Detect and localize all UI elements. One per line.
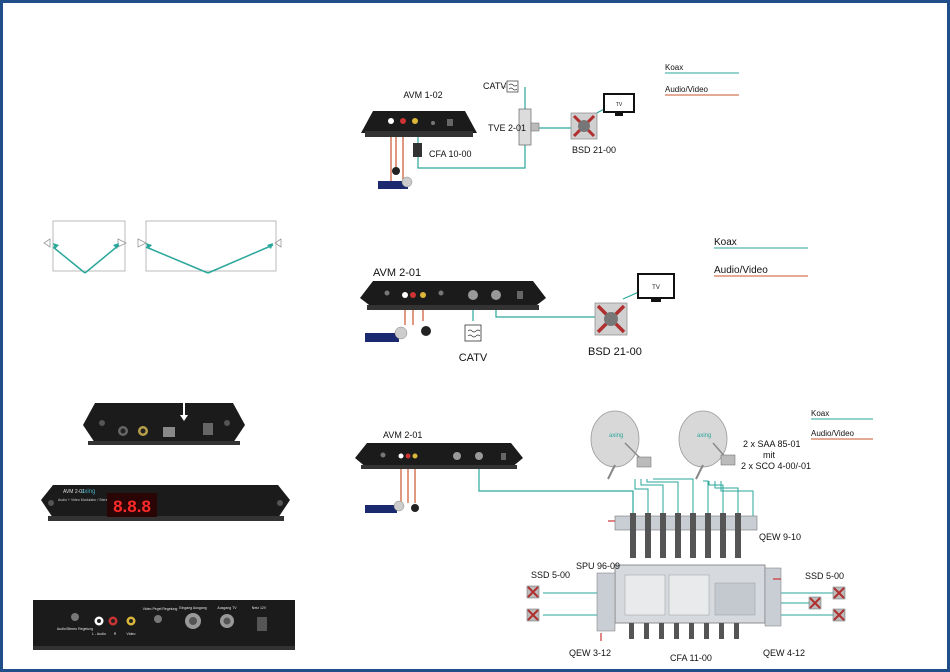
diagram-3: AVM 2-01 axing axing 2 x SAA 85-01 mit 2… bbox=[355, 409, 873, 663]
d1-catv-icon bbox=[506, 80, 519, 93]
d3-sat-dish-left: axing bbox=[590, 410, 652, 480]
device-photo-rear-large: Audio/Stereo Regelung L - Audio R Video … bbox=[33, 600, 295, 650]
d3-cfa-connectors bbox=[629, 623, 739, 639]
d3-ssd-sockets-left bbox=[526, 585, 597, 622]
front-subtitle-text: Audio + Video Modulator / Stereo bbox=[58, 498, 110, 502]
d3-avm-label: AVM 2-01 bbox=[383, 430, 422, 440]
d3-qew-right bbox=[764, 567, 782, 627]
front-led-display: 8.8.8 bbox=[113, 497, 151, 516]
d3-cfa-label: CFA 11-00 bbox=[670, 653, 712, 663]
d2-dvd-player bbox=[365, 333, 399, 342]
diagram-1: AVM 1-02 CATV TVE 2-01 CFA 10-00 BSD 21-… bbox=[361, 63, 739, 189]
front-brand-text: axing bbox=[81, 489, 95, 495]
d3-camera bbox=[411, 504, 419, 512]
device-photo-front: AVM 2-01 axing Audio + Video Modulator /… bbox=[41, 485, 290, 521]
d3-saa-line2: mit bbox=[763, 450, 775, 460]
d3-dish-left-brand: axing bbox=[609, 433, 623, 439]
diagram-2: AVM 2-01 CATV BSD 21-00 TV Koax Audio/Vi… bbox=[360, 237, 808, 364]
d2-bsd-label: BSD 21-00 bbox=[588, 346, 642, 358]
rear-label-5: Eingang Ausgang bbox=[179, 606, 206, 610]
d3-sat-dish-right: axing bbox=[678, 410, 736, 480]
d3-ssd-sockets-right bbox=[781, 586, 846, 622]
d1-bsd-socket bbox=[570, 112, 598, 140]
d3-qew-left-label: QEW 3-12 bbox=[569, 648, 611, 658]
d3-qew-right-label: QEW 4-12 bbox=[763, 648, 805, 658]
device-photo-rear-small bbox=[83, 401, 245, 445]
d3-saa-line3: 2 x SCO 4-00/-01 bbox=[741, 461, 811, 471]
d1-avm-label: AVM 1-02 bbox=[403, 90, 442, 100]
d3-ssd-left-label: SSD 5-00 bbox=[531, 570, 570, 580]
mounting-diagram bbox=[43, 220, 282, 274]
d2-camera bbox=[421, 326, 431, 336]
d1-cfa-connector bbox=[413, 143, 422, 157]
d3-saa-line1: 2 x SAA 85-01 bbox=[743, 439, 801, 449]
d1-tv-label: TV bbox=[616, 102, 623, 108]
d1-tve-label: TVE 2-01 bbox=[488, 123, 526, 133]
d1-bsd-label: BSD 21-00 bbox=[572, 145, 616, 155]
d1-catv-label: CATV bbox=[483, 81, 506, 91]
d2-catv-label: CATV bbox=[459, 352, 488, 364]
d2-tv-icon: TV bbox=[637, 273, 675, 302]
d2-catv-icon bbox=[464, 324, 482, 342]
d3-qew-left bbox=[596, 572, 616, 632]
d1-cfa-label: CFA 10-00 bbox=[429, 149, 472, 159]
rear-label-7: Netz 12V bbox=[252, 606, 267, 610]
d1-dvd-player bbox=[378, 181, 408, 189]
d3-legend-koax: Koax bbox=[811, 409, 829, 418]
rear-label-0: Audio/Stereo Regelung bbox=[57, 627, 93, 631]
d3-dish-right-brand: axing bbox=[697, 433, 711, 439]
d2-legend-koax: Koax bbox=[714, 237, 737, 248]
rear-label-1: L - Audio bbox=[92, 632, 106, 636]
d3-qew-top-label: QEW 9-10 bbox=[759, 532, 801, 542]
rear-label-3: Video bbox=[127, 632, 136, 636]
d1-legend-av: Audio/Video bbox=[665, 85, 709, 94]
diagram-canvas: AVM 2-01 axing Audio + Video Modulator /… bbox=[33, 63, 873, 663]
front-model-text: AVM 2-01 bbox=[63, 489, 85, 495]
rear-label-2: R bbox=[114, 632, 117, 636]
d1-camera bbox=[392, 167, 400, 175]
d3-ssd-right-label: SSD 5-00 bbox=[805, 571, 844, 581]
rear-label-6: Ausgang TV bbox=[217, 606, 237, 610]
d3-spu-label: SPU 96-09 bbox=[576, 561, 620, 571]
d3-dvd-player bbox=[365, 505, 397, 513]
d1-legend-koax: Koax bbox=[665, 63, 683, 72]
rear-label-4: Video Pegel Regelung bbox=[143, 607, 178, 611]
d2-tv-label: TV bbox=[652, 285, 660, 291]
d2-legend-av: Audio/Video bbox=[714, 265, 768, 276]
d1-tv-icon: TV bbox=[603, 93, 635, 116]
d3-qew-top-ports bbox=[630, 513, 741, 558]
d2-bsd-socket bbox=[594, 302, 628, 336]
d3-legend-av: Audio/Video bbox=[811, 429, 855, 438]
d2-avm-label: AVM 2-01 bbox=[373, 267, 421, 279]
